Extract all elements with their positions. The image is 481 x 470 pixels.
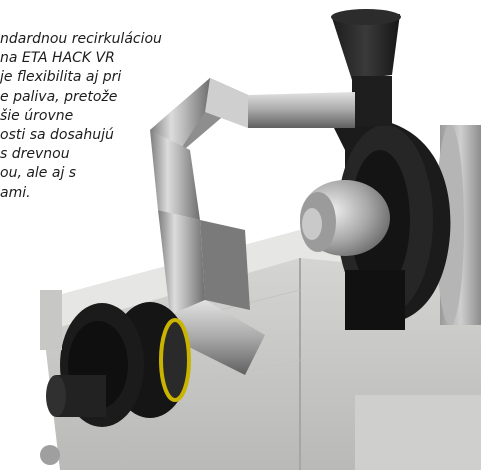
- recirculation-duct-bottom: [170, 300, 265, 375]
- caption-line: ndardnou recirkuláciou: [0, 31, 162, 47]
- recirculation-duct-top: [248, 92, 355, 128]
- fuel-hopper: [332, 14, 400, 80]
- caption-text: ndardnou recirkuláciou na ETA HACK VR je…: [0, 30, 215, 203]
- caption-line: osti sa dosahujú: [0, 127, 114, 144]
- recirculation-duct-vertical: [150, 130, 200, 220]
- caption-line: ou, ale aj s: [0, 165, 77, 182]
- caption-line: na ETA HACK VR: [0, 50, 115, 67]
- caption-line: s drevnou: [0, 146, 70, 163]
- caption-line: šie úrovne: [0, 107, 74, 124]
- caption-line: e paliva, pretože: [0, 88, 118, 105]
- caption-line: je flexibilita aj pri: [0, 69, 122, 86]
- caption-line: ami.: [0, 184, 31, 201]
